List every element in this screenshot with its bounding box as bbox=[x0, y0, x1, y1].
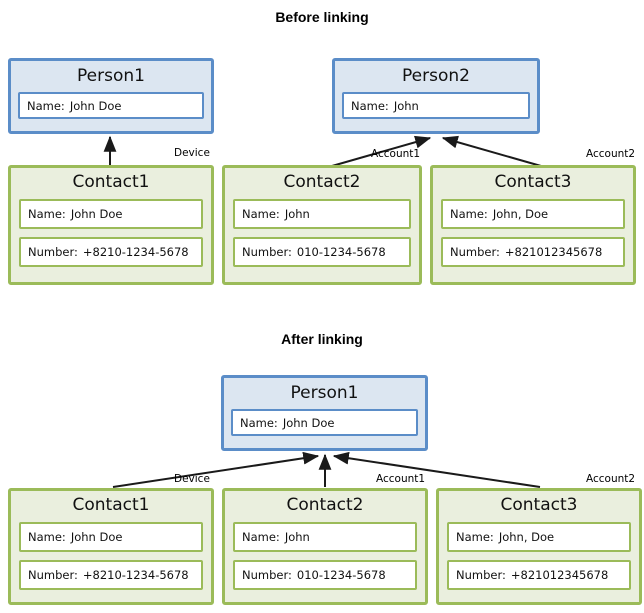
field-value: John, Doe bbox=[498, 530, 555, 544]
node-title: Person1 bbox=[77, 66, 145, 86]
field-name[interactable]: Name: John Doe bbox=[19, 522, 203, 552]
field-value: +821012345678 bbox=[504, 245, 603, 259]
node-contact1-before[interactable]: Contact1 Name: John Doe Number: +8210-12… bbox=[8, 165, 214, 285]
field-label: Name: bbox=[456, 530, 494, 544]
node-person2-before[interactable]: Person2 Name: John bbox=[332, 58, 540, 134]
field-label: Number: bbox=[242, 568, 292, 582]
field-number[interactable]: Number: +821012345678 bbox=[447, 560, 631, 590]
field-number[interactable]: Number: +8210-1234-5678 bbox=[19, 560, 203, 590]
field-value: John bbox=[284, 530, 310, 544]
node-person1-before[interactable]: Person1 Name: John Doe bbox=[8, 58, 214, 134]
field-value: 010-1234-5678 bbox=[296, 245, 386, 259]
field-number[interactable]: Number: +8210-1234-5678 bbox=[19, 237, 203, 267]
field-value: +8210-1234-5678 bbox=[82, 245, 189, 259]
field-label: Name: bbox=[351, 98, 389, 113]
edge-before-account2 bbox=[441, 135, 542, 167]
field-label: Name: bbox=[242, 530, 280, 544]
node-title: Contact2 bbox=[286, 495, 364, 515]
field-label: Number: bbox=[242, 245, 292, 259]
field-value: John Doe bbox=[69, 98, 122, 113]
node-title: Contact3 bbox=[500, 495, 578, 515]
field-number[interactable]: Number: +821012345678 bbox=[441, 237, 625, 267]
node-title: Person2 bbox=[402, 66, 470, 86]
edge-label-account2-before: Account2 bbox=[586, 148, 636, 160]
field-value: +8210-1234-5678 bbox=[82, 568, 189, 582]
field-label: Name: bbox=[450, 207, 488, 221]
field-name[interactable]: Name: John Doe bbox=[19, 199, 203, 229]
edge-after-account2 bbox=[332, 451, 541, 488]
field-label: Name: bbox=[240, 415, 278, 430]
field-value: John bbox=[393, 98, 419, 113]
field-value: John bbox=[284, 207, 310, 221]
field-label: Name: bbox=[27, 98, 65, 113]
field-name[interactable]: Name: John, Doe bbox=[447, 522, 631, 552]
node-contact3-before[interactable]: Contact3 Name: John, Doe Number: +821012… bbox=[430, 165, 636, 285]
field-name[interactable]: Name: John bbox=[233, 199, 411, 229]
edge-label-device-after: Device bbox=[174, 473, 210, 485]
field-name[interactable]: Name: John, Doe bbox=[441, 199, 625, 229]
node-contact2-before[interactable]: Contact2 Name: John Number: 010-1234-567… bbox=[222, 165, 422, 285]
field-value: John, Doe bbox=[492, 207, 549, 221]
field-value: +821012345678 bbox=[510, 568, 609, 582]
section-title-after: After linking bbox=[281, 331, 363, 347]
node-contact3-after[interactable]: Contact3 Name: John, Doe Number: +821012… bbox=[436, 488, 642, 605]
field-name[interactable]: Name: John bbox=[342, 92, 530, 119]
field-value: John Doe bbox=[70, 207, 123, 221]
node-title: Contact2 bbox=[283, 172, 361, 192]
field-value: John Doe bbox=[282, 415, 335, 430]
edge-label-account1-after: Account1 bbox=[376, 473, 426, 485]
edge-label-account2-after: Account2 bbox=[586, 473, 636, 485]
field-number[interactable]: Number: 010-1234-5678 bbox=[233, 237, 411, 267]
edge-after-device bbox=[112, 451, 320, 488]
field-label: Number: bbox=[28, 245, 78, 259]
section-title-before: Before linking bbox=[275, 9, 369, 25]
node-title: Contact3 bbox=[494, 172, 572, 192]
node-contact2-after[interactable]: Contact2 Name: John Number: 010-1234-567… bbox=[222, 488, 428, 605]
field-label: Name: bbox=[28, 207, 66, 221]
field-label: Number: bbox=[456, 568, 506, 582]
field-name[interactable]: Name: John bbox=[233, 522, 417, 552]
field-label: Number: bbox=[28, 568, 78, 582]
field-number[interactable]: Number: 010-1234-5678 bbox=[233, 560, 417, 590]
node-contact1-after[interactable]: Contact1 Name: John Doe Number: +8210-12… bbox=[8, 488, 214, 605]
field-label: Name: bbox=[242, 207, 280, 221]
edge-label-account1-before: Account1 bbox=[371, 148, 421, 160]
field-name[interactable]: Name: John Doe bbox=[231, 409, 418, 436]
field-name[interactable]: Name: John Doe bbox=[18, 92, 204, 119]
node-title: Contact1 bbox=[72, 495, 150, 515]
node-person1-after[interactable]: Person1 Name: John Doe bbox=[221, 375, 428, 451]
node-title: Person1 bbox=[290, 383, 359, 403]
field-label: Number: bbox=[450, 245, 500, 259]
field-label: Name: bbox=[28, 530, 66, 544]
field-value: 010-1234-5678 bbox=[296, 568, 386, 582]
node-title: Contact1 bbox=[72, 172, 150, 192]
field-value: John Doe bbox=[70, 530, 123, 544]
edge-label-device-before: Device bbox=[174, 147, 210, 159]
